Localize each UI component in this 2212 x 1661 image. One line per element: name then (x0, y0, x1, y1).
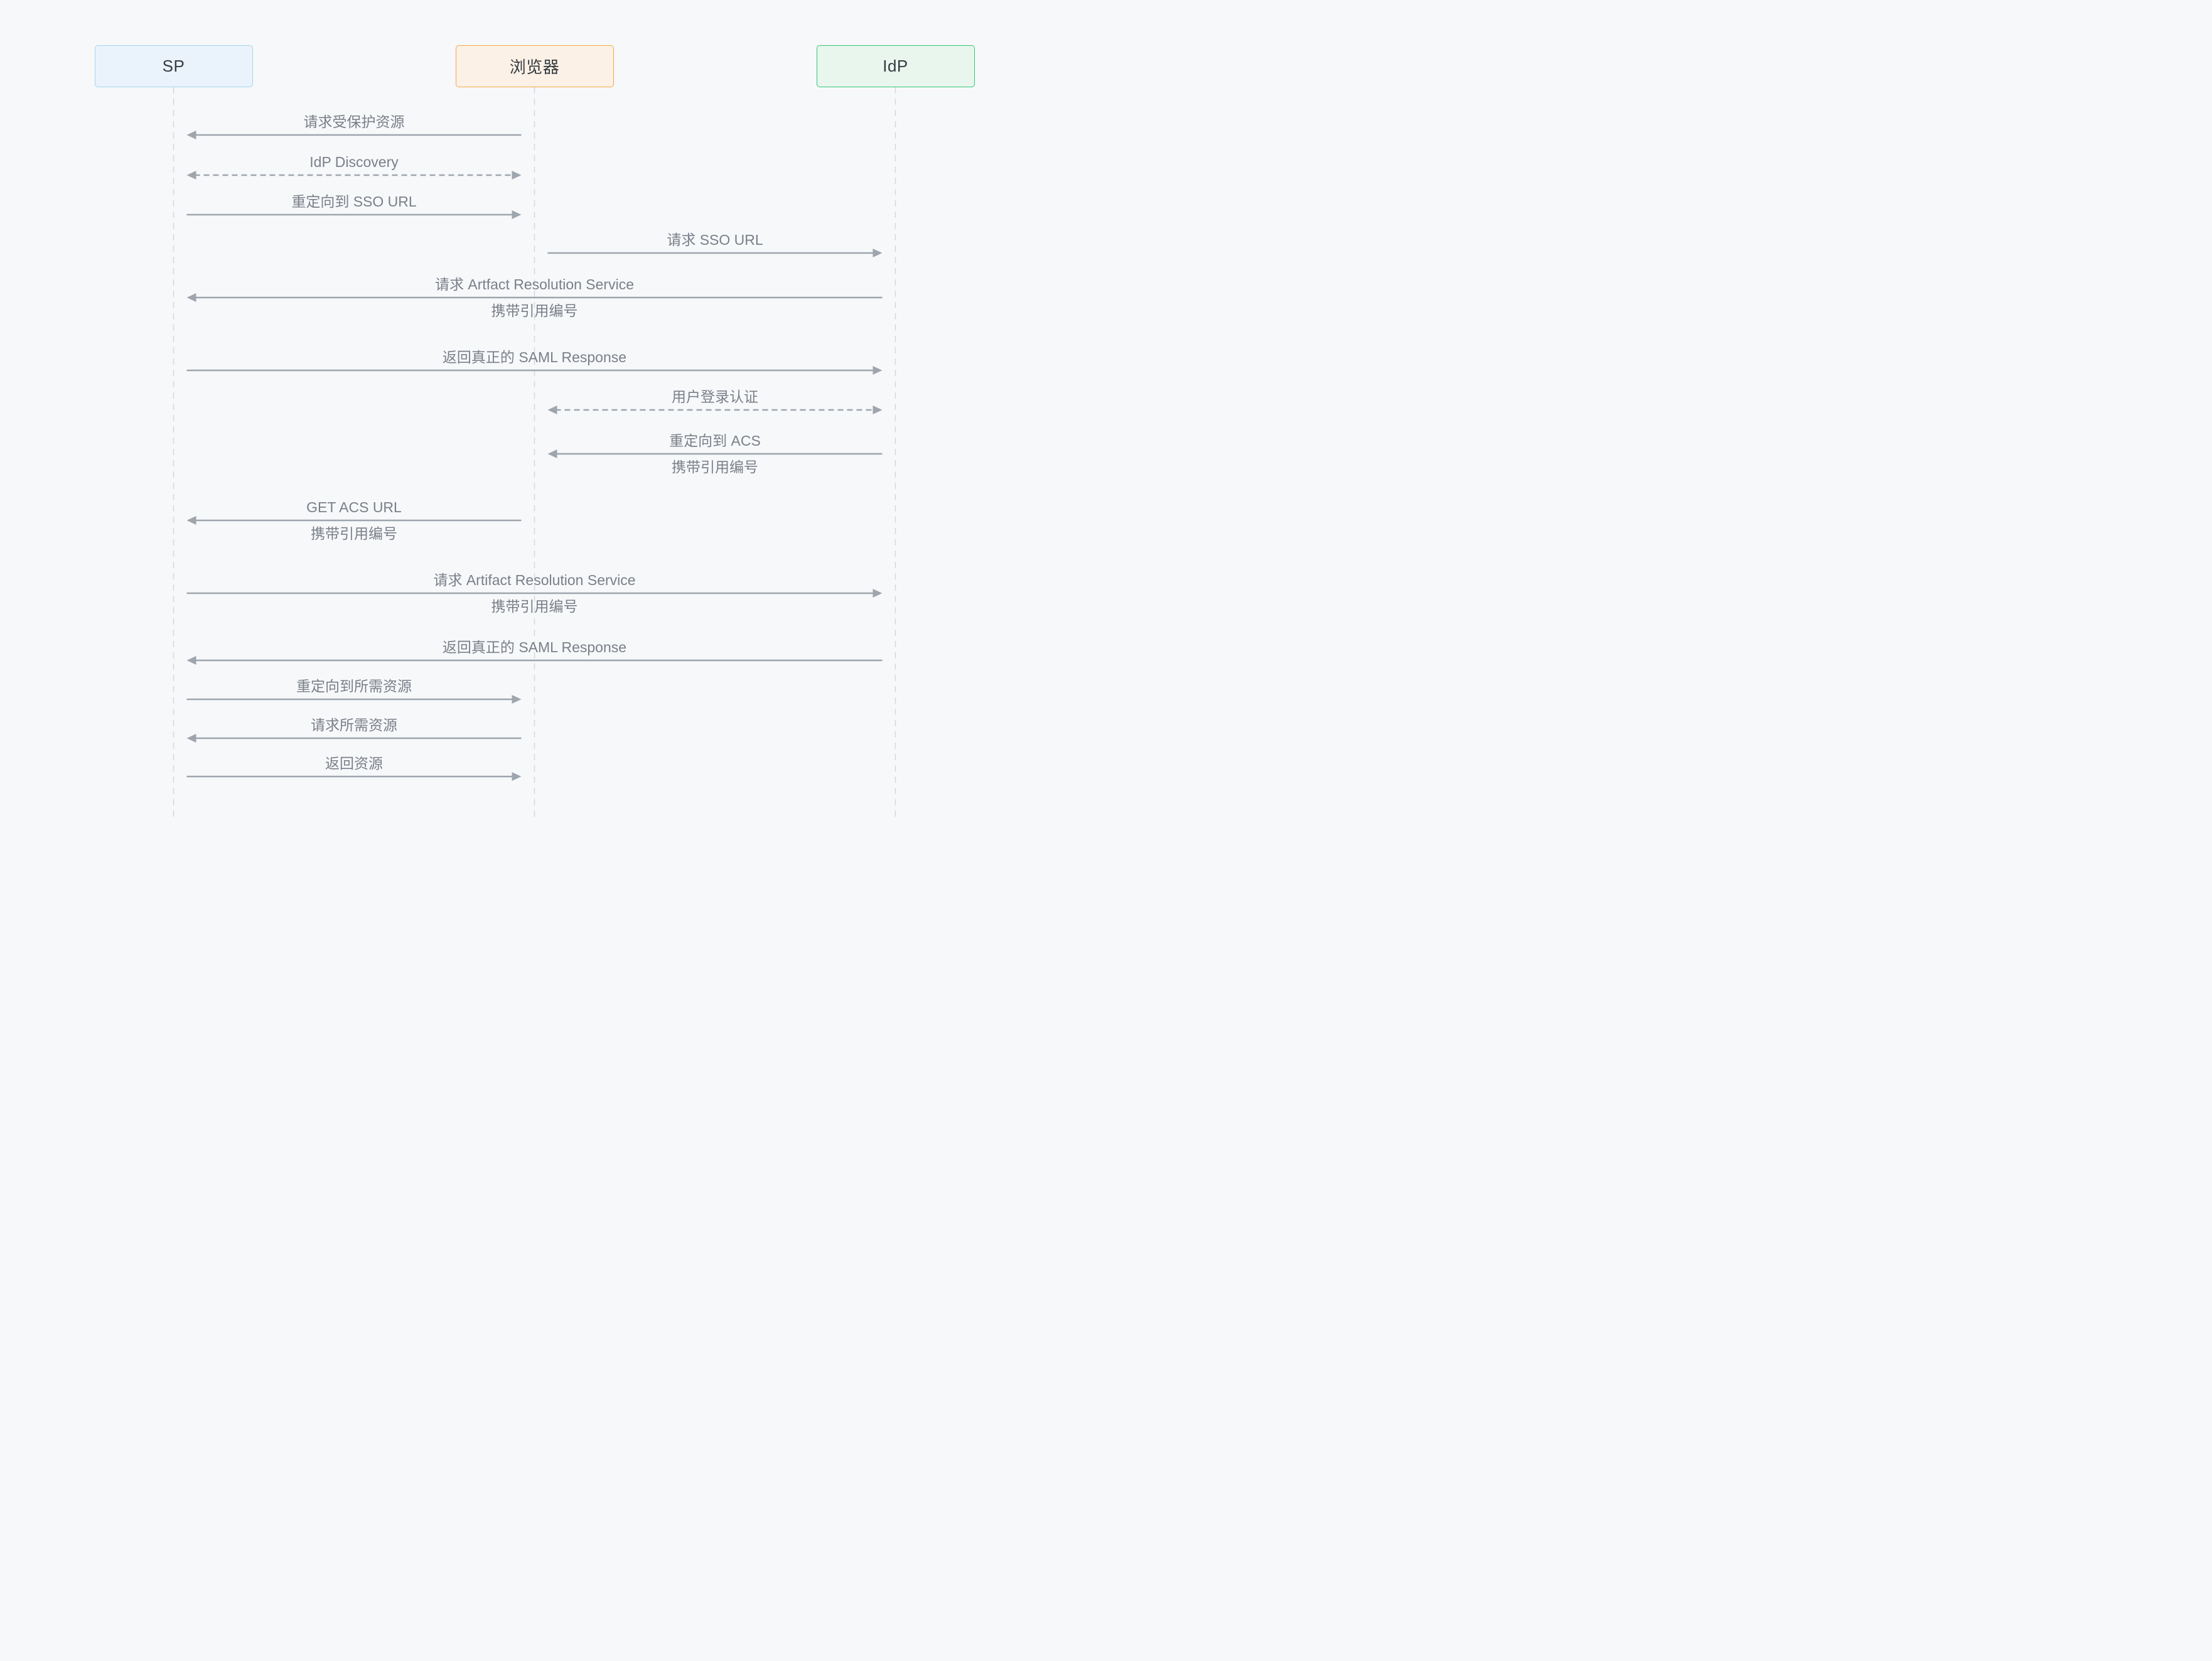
message-label: 请求 Artfact Resolution Service (434, 276, 635, 293)
actor-box-idp: IdP (816, 45, 975, 87)
actor-label-sp: SP (162, 56, 185, 75)
message-label: 用户登录认证 (672, 389, 758, 406)
message-label: 返回真正的 SAML Response (442, 639, 627, 656)
message-sublabel: 携带引用编号 (491, 303, 578, 320)
message-sublabel: 携带引用编号 (311, 525, 397, 542)
diagram-canvas (173, 87, 896, 819)
arrowhead (186, 171, 196, 180)
message-label: 重定向到所需资源 (296, 678, 412, 695)
message-sublabel: 携带引用编号 (491, 598, 578, 615)
arrowhead (547, 406, 557, 414)
actor-label-browser: 浏览器 (509, 58, 560, 77)
message-label: 返回真正的 SAML Response (442, 349, 627, 366)
message-label: 请求 SSO URL (667, 232, 763, 249)
arrowhead (872, 249, 883, 257)
arrowhead (186, 656, 196, 665)
message-label: 请求受保护资源 (303, 114, 405, 131)
actor-label-idp: IdP (883, 56, 908, 75)
message-label: 请求所需资源 (311, 717, 397, 734)
message-label: 请求 Artifact Resolution Service (433, 572, 636, 589)
message-label: IdP Discovery (309, 154, 399, 171)
actor-box-browser: 浏览器 (455, 45, 614, 87)
message-label: GET ACS URL (306, 499, 402, 516)
arrowhead (872, 406, 883, 414)
arrowhead (547, 449, 557, 458)
actor-box-sp: SP (94, 45, 253, 87)
arrowhead (186, 293, 196, 302)
arrowhead (512, 772, 522, 781)
arrowhead (872, 366, 883, 375)
message-label: 返回资源 (325, 755, 383, 772)
message-label: 重定向到 SSO URL (291, 193, 417, 210)
arrowhead (186, 734, 196, 743)
arrowhead (512, 695, 522, 704)
arrowhead (512, 171, 522, 180)
arrowhead (186, 516, 196, 525)
message-sublabel: 携带引用编号 (672, 459, 758, 476)
arrowhead (512, 210, 522, 219)
message-label: 重定向到 ACS (669, 433, 761, 449)
arrowhead (186, 131, 196, 139)
sequence-diagram: SP 浏览器 IdP 请求受保护资源 IdP Discovery 重定向到 SSO … (0, 0, 1106, 830)
arrowhead (872, 589, 883, 598)
